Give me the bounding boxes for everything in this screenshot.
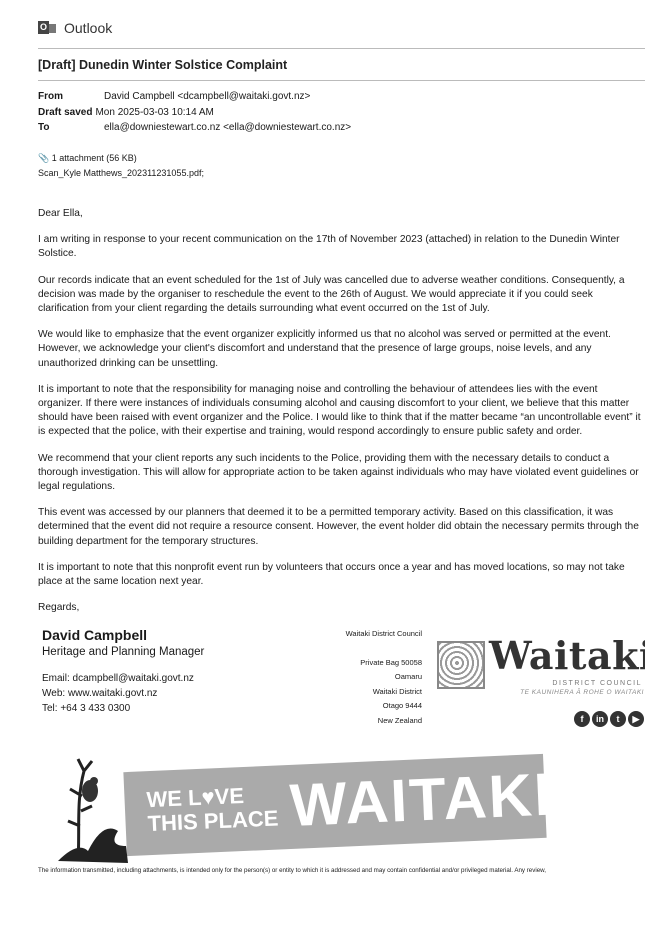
divider — [38, 80, 645, 81]
flax-tui-illustration-icon — [58, 758, 128, 864]
paragraph: Our records indicate that an event sched… — [38, 274, 625, 315]
email-content: Dear Ella, I am writing in response to y… — [0, 207, 645, 881]
signature-contact: Email: dcampbell@waitaki.govt.nz Web: ww… — [42, 671, 194, 716]
greeting: Dear Ella, — [38, 208, 83, 219]
council-address: Waitaki District Council Private Bag 500… — [280, 627, 422, 728]
logo-mark-icon — [437, 641, 485, 690]
org-name: Waitaki District Council — [345, 629, 422, 639]
from-value[interactable]: David Campbell <dcampbell@waitaki.govt.n… — [104, 91, 311, 102]
from-label: From — [38, 91, 63, 102]
linkedin-icon[interactable]: in — [592, 711, 608, 728]
paragraph: I am writing in response to your recent … — [38, 234, 620, 260]
attachments: 📎 1 attachment (56 KB) Scan_Kyle Matthew… — [38, 151, 204, 181]
logo-subtitle: DISTRICT COUNCIL — [552, 680, 642, 688]
to-label: To — [38, 122, 50, 133]
waitaki-logo: Waitaki DISTRICT COUNCIL TE KAUNIHERA Ā … — [437, 635, 645, 709]
paragraph: We would like to emphasize that the even… — [38, 329, 611, 369]
signature-footer: David Campbell Heritage and Planning Man… — [0, 619, 645, 881]
address-line: New Zealand — [377, 715, 422, 725]
app-title: Outlook — [64, 20, 113, 36]
divider — [38, 48, 645, 49]
attachment-summary: 1 attachment (56 KB) — [51, 153, 137, 163]
attachment-file[interactable]: Scan_Kyle Matthews_202311231055.pdf; — [38, 168, 204, 178]
address-line: Oamaru — [394, 672, 422, 682]
address-line: Otago 9444 — [382, 701, 422, 711]
paragraph: This event was accessed by our planners … — [38, 507, 639, 547]
signature-name: David Campbell — [42, 627, 148, 644]
signature-title: Heritage and Planning Manager — [42, 646, 205, 659]
address-line: Waitaki District — [372, 686, 422, 696]
paragraph: We recommend that your client reports an… — [38, 452, 639, 493]
app-header: O Outlook — [38, 20, 112, 36]
disclaimer: The information transmitted, including a… — [38, 867, 546, 875]
logo-maori: TE KAUNIHERA Ā ROHE O WAITAKI — [520, 689, 644, 697]
banner-word: WAITAKI — [288, 760, 555, 840]
youtube-icon[interactable]: ▶ — [628, 711, 644, 728]
paperclip-icon: 📎 — [38, 153, 50, 163]
email-subject: [Draft] Dunedin Winter Solstice Complain… — [38, 58, 288, 72]
email-meta: From David Campbell <dcampbell@waitaki.go… — [38, 89, 351, 136]
paragraph: It is important to note that the respons… — [38, 383, 641, 438]
signature-email[interactable]: Email: dcampbell@waitaki.govt.nz — [42, 673, 194, 685]
closing: Regards, — [38, 602, 80, 614]
draft-saved-value: Mon 2025-03-03 10:14 AM — [95, 106, 214, 118]
to-value[interactable]: ella@downiestewart.co.nz <ella@downieste… — [104, 122, 352, 133]
outlook-icon: O — [38, 20, 56, 36]
facebook-icon[interactable]: f — [574, 711, 590, 728]
paragraph: It is important to note that this nonpro… — [38, 561, 625, 588]
draft-saved-label: Draft saved — [38, 106, 93, 118]
logo-word: Waitaki — [489, 633, 645, 679]
social-links: f in t ▶ — [574, 711, 644, 728]
twitter-icon[interactable]: t — [610, 711, 626, 728]
signature-tel: Tel: +64 3 433 0300 — [42, 703, 131, 715]
banner-line2: THIS PLACE — [147, 805, 279, 837]
address-line: Private Bag 50058 — [360, 657, 422, 667]
email-body: Dear Ella, I am writing in response to y… — [38, 207, 642, 615]
signature-web[interactable]: Web: www.waitaki.govt.nz — [42, 688, 158, 700]
